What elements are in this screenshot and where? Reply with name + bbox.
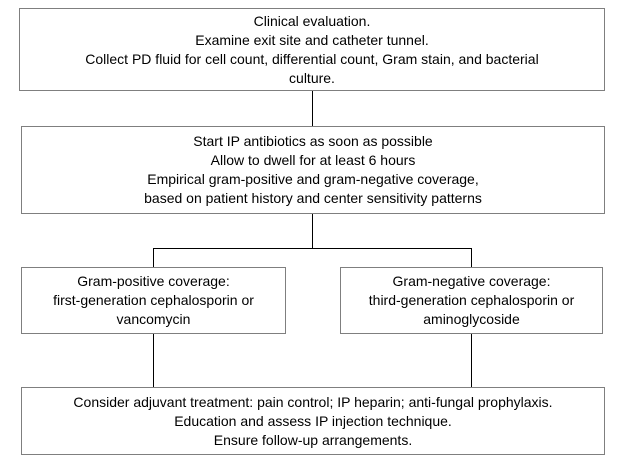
- connector-antibiotics-branch-stem: [312, 214, 313, 248]
- node-line: Clinical evaluation.: [253, 12, 371, 29]
- node-line: Gram-negative coverage:: [392, 273, 551, 289]
- node-line: Empirical gram-positive and gram-negativ…: [147, 171, 479, 187]
- node-line: aminoglycoside: [423, 311, 520, 327]
- connector-branch-to-gram-negative: [471, 248, 472, 267]
- node-adjuvant-treatment: Consider adjuvant treatment: pain contro…: [21, 387, 605, 455]
- node-start-ip-antibiotics: Start IP antibiotics as soon as possible…: [21, 126, 605, 214]
- node-line: Collect PD fluid for cell count, differe…: [85, 50, 539, 67]
- connector-clinical-to-antibiotics: [312, 91, 313, 126]
- connector-gram-positive-to-adjuvant: [153, 334, 154, 387]
- node-line: Examine exit site and catheter tunnel.: [195, 31, 429, 48]
- node-line: Allow to dwell for at least 6 hours: [210, 152, 416, 168]
- node-gram-positive-coverage: Gram-positive coverage: first-generation…: [21, 267, 286, 334]
- connector-branch-to-gram-positive: [153, 248, 154, 267]
- node-line: third-generation cephalosporin or: [368, 292, 575, 308]
- node-line: Education and assess IP injection techni…: [174, 412, 452, 429]
- node-line: based on patient history and center sens…: [144, 190, 482, 206]
- node-line: Ensure follow-up arrangements.: [213, 431, 413, 448]
- node-line: culture.: [289, 69, 335, 86]
- node-line: vancomycin: [116, 311, 191, 327]
- node-gram-negative-coverage: Gram-negative coverage: third-generation…: [340, 267, 603, 334]
- connector-gram-negative-to-adjuvant: [471, 334, 472, 387]
- node-line: Consider adjuvant treatment: pain contro…: [73, 393, 553, 410]
- node-line: Start IP antibiotics as soon as possible: [193, 133, 433, 149]
- connector-branch-horizontal: [153, 248, 472, 249]
- node-clinical-evaluation: Clinical evaluation. Examine exit site a…: [19, 8, 605, 91]
- node-line: Gram-positive coverage:: [77, 273, 230, 289]
- node-line: first-generation cephalosporin or: [53, 292, 254, 308]
